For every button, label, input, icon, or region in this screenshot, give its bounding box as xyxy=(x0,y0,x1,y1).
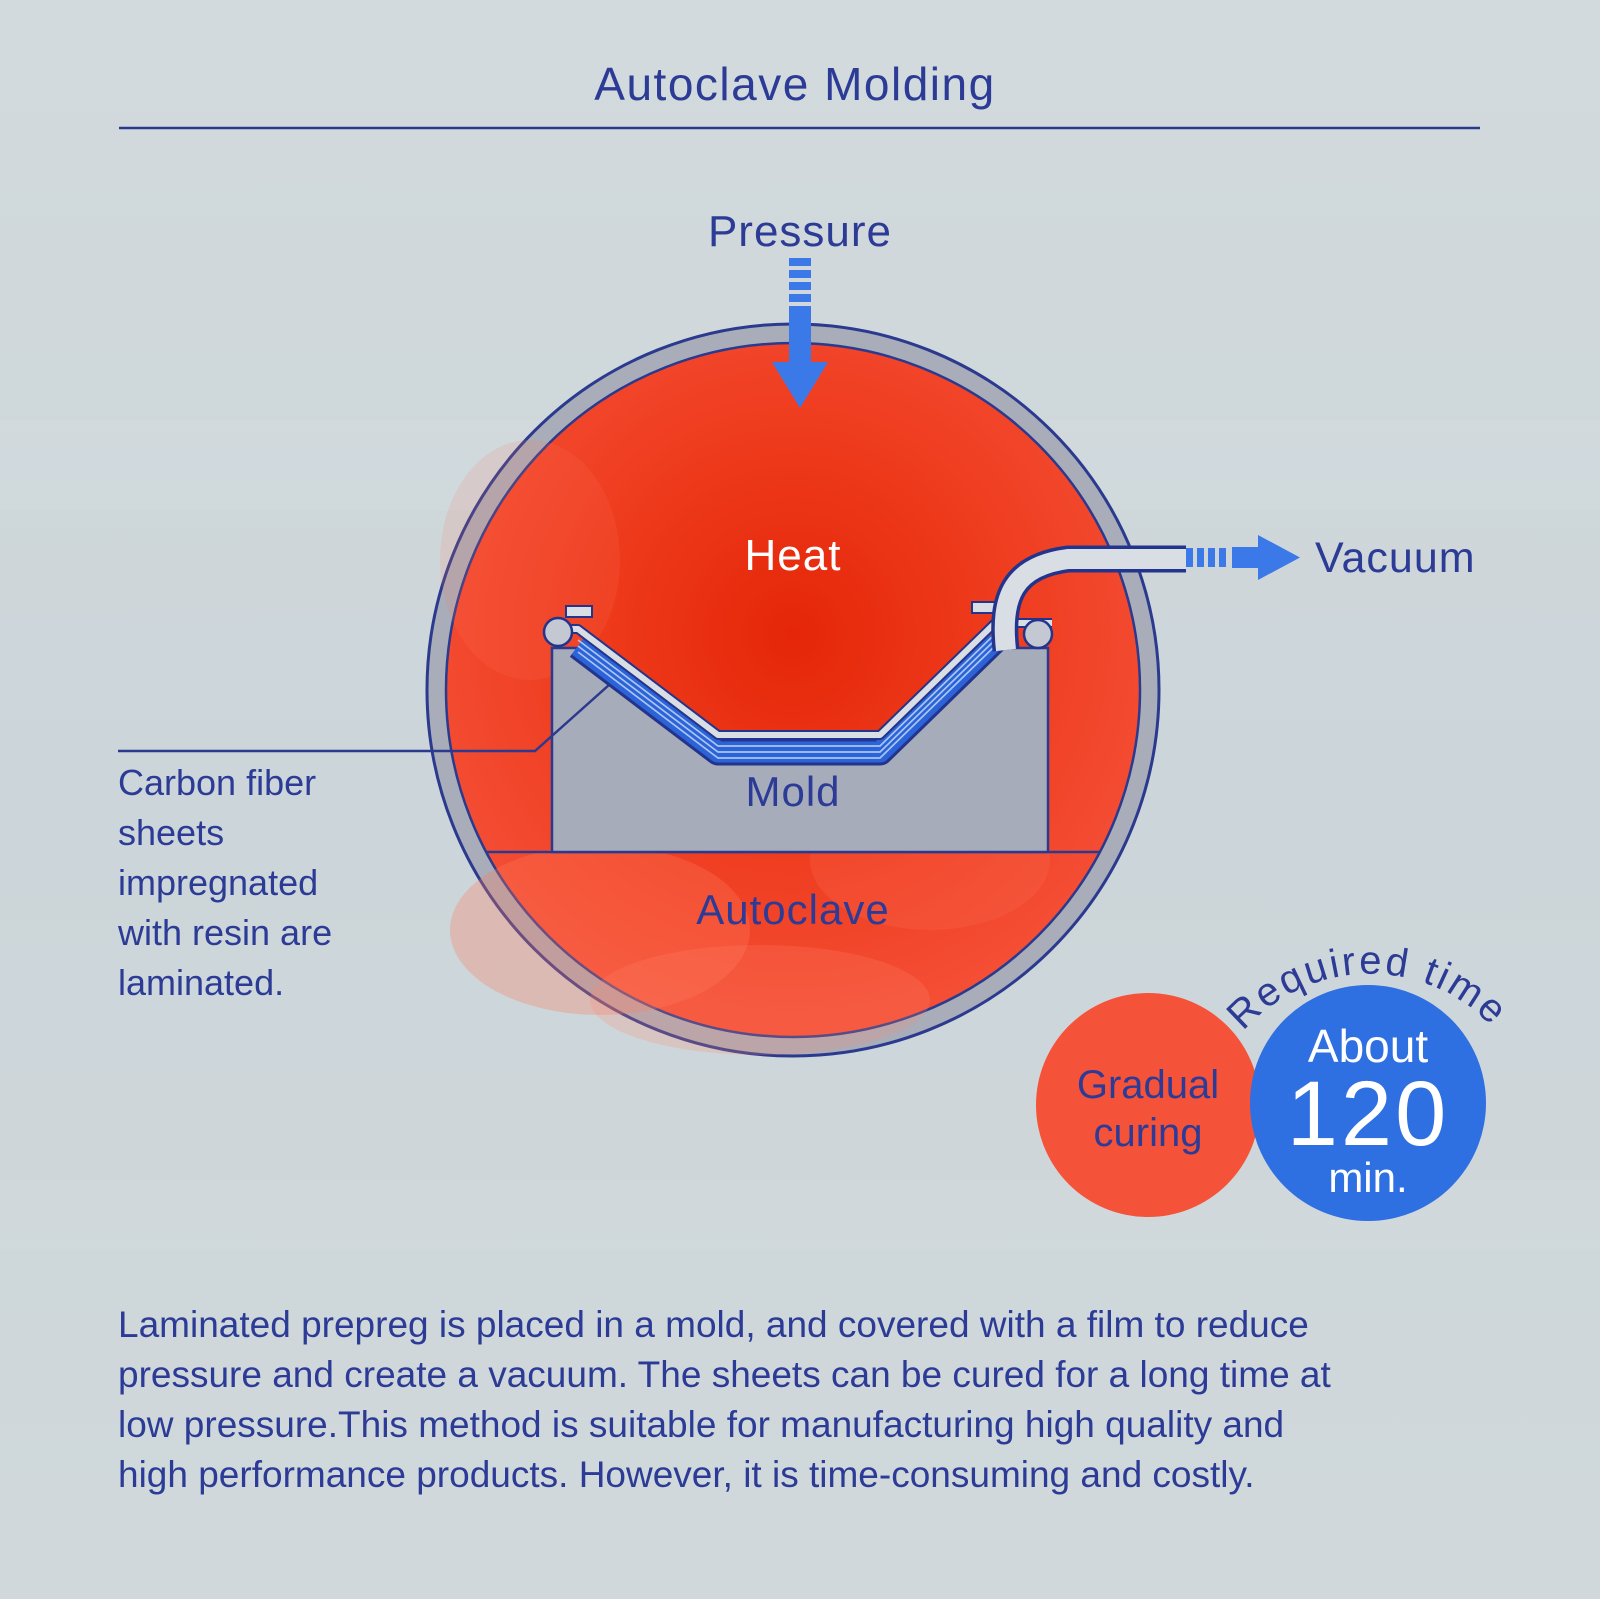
seal-left-icon xyxy=(542,616,574,648)
paragraph-line: Laminated prepreg is placed in a mold, a… xyxy=(118,1304,1309,1345)
annotation-line: laminated. xyxy=(118,962,284,1003)
annotation-line: sheets xyxy=(118,812,224,853)
curing-badge-line1: Gradual xyxy=(1077,1063,1219,1107)
time-badge-about: About xyxy=(1308,1020,1428,1072)
laminate-layers xyxy=(569,630,1005,766)
curing-badge xyxy=(1036,993,1260,1217)
seal-right-icon xyxy=(1022,618,1054,650)
time-badge-min-unit: min. xyxy=(1328,1154,1407,1201)
vacuum-pipe xyxy=(991,545,1186,652)
annotation-line: with resin are xyxy=(117,912,332,953)
paragraph-line: low pressure.This method is suitable for… xyxy=(118,1404,1284,1445)
paragraph-line: high performance products. However, it i… xyxy=(118,1454,1255,1495)
vacuum-label: Vacuum xyxy=(1315,534,1476,582)
paragraph-line: pressure and create a vacuum. The sheets… xyxy=(118,1354,1332,1395)
autoclave-label: Autoclave xyxy=(696,886,889,933)
annotation-line: impregnated xyxy=(118,862,318,903)
page-title: Autoclave Molding xyxy=(594,58,995,110)
heat-label: Heat xyxy=(745,531,842,580)
vacuum-arrow-icon xyxy=(1186,535,1300,580)
annotation-carbon-fiber: Carbon fiber sheets impregnated with res… xyxy=(117,762,332,1003)
description-paragraph: Laminated prepreg is placed in a mold, a… xyxy=(118,1304,1332,1495)
pressure-label: Pressure xyxy=(708,207,892,256)
annotation-line: Carbon fiber xyxy=(118,762,316,803)
time-badge-minutes-value: 120 xyxy=(1287,1063,1450,1165)
curing-badge-line2: curing xyxy=(1094,1111,1203,1155)
pressure-arrow-icon xyxy=(772,258,828,408)
time-badge xyxy=(1250,985,1486,1221)
mold-label: Mold xyxy=(745,768,840,815)
